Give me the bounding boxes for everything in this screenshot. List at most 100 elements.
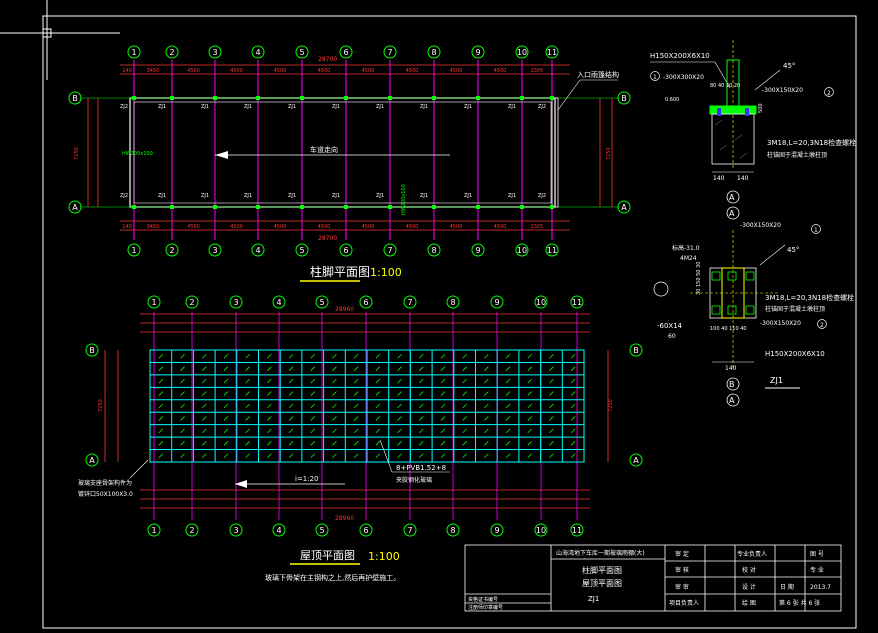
glass-panel-mark — [158, 453, 164, 459]
glass-panel-mark — [484, 366, 489, 371]
glass-panel-mark — [418, 441, 424, 446]
glass-panel-mark — [440, 391, 446, 396]
plan-2-axis-bubble-top: 3 — [229, 295, 243, 309]
plan-1-axis-bubble-bottom: 8 — [427, 243, 441, 257]
glass-panel-mark — [440, 428, 446, 434]
title-block-text: 山海湾地下车库一期玻璃雨棚(大) 柱脚平面图 屋顶平面图 ZJ1 审 定 专业负… — [468, 549, 831, 611]
glass-panel-mark — [375, 453, 381, 459]
glass-panel-mark — [245, 391, 250, 396]
glass-panel-mark — [375, 391, 381, 396]
glass-panel-mark — [418, 353, 424, 359]
column-base-marker — [256, 96, 260, 100]
tb-drawing-2: 屋顶平面图 — [582, 579, 622, 588]
plan-1-axis-bubble-bottom-label: 2 — [169, 246, 174, 255]
plan-1-dim-top: 4500 — [362, 68, 375, 74]
glass-panel-mark — [440, 378, 446, 384]
glass-panel-mark — [484, 378, 489, 384]
plan-1-dim-top: 4500 — [450, 68, 463, 74]
column-tag-top: ZJ1 — [508, 104, 516, 110]
glass-panel-mark — [201, 428, 207, 434]
plan-2-axis-bubble-top-label: 6 — [363, 298, 368, 307]
glass-panel-mark — [505, 428, 511, 434]
glass-panel-mark — [288, 453, 294, 459]
plan-2-axis-bubble-bottom-label: 8 — [450, 526, 455, 535]
glass-panel-mark — [201, 416, 207, 421]
column-base-marker — [550, 96, 554, 100]
glass-panel-mark — [397, 366, 402, 371]
plan-2-axis-bubble-top: 5 — [315, 295, 329, 309]
glass-panel-mark — [570, 428, 576, 434]
tb-r1-c3: 图 号 — [810, 551, 824, 558]
column-tag-top: ZJ1 — [244, 104, 252, 110]
plan-1-dim-top: 2305 — [531, 68, 544, 74]
glass-panel-mark — [267, 441, 272, 446]
glass-panel-mark — [332, 441, 337, 446]
glass-panel-mark — [505, 453, 511, 459]
glass-panel-mark — [158, 403, 164, 409]
glass-panel-mark — [158, 441, 164, 446]
glass-panel-mark — [484, 403, 489, 409]
plan-1-axis-bubble-top: 7 — [383, 45, 397, 59]
roof-right-dim: 7250 — [608, 399, 614, 412]
plan-2-title: 屋顶平面图 — [300, 549, 355, 562]
glass-panel-mark — [267, 378, 272, 384]
glass-panel-mark — [353, 353, 359, 359]
glass-panel-mark — [353, 441, 359, 446]
column-tag-bottom: ZJ1 — [376, 193, 384, 199]
detail-1-width-1: 140 — [713, 175, 725, 182]
column-base-marker — [344, 96, 348, 100]
plan-1-axis-bubble-bottom: 6 — [339, 243, 353, 257]
plan-1-axis-bubble-bottom: 1 — [127, 243, 141, 257]
glass-panel-mark — [353, 366, 359, 371]
plan-1-axis-bubble-top-label: 7 — [387, 48, 392, 57]
column-base-marker — [170, 205, 174, 209]
plan-1-row-bubble-a-left-label: A — [72, 203, 78, 212]
glass-panel-mark — [332, 428, 337, 434]
plan-1-axis-bubble-top-label: 11 — [547, 48, 557, 57]
glass-panel-mark — [375, 378, 381, 384]
glass-panel-mark — [158, 378, 164, 384]
glass-panel-mark — [180, 428, 185, 434]
left-member-label: HW200x100 — [122, 151, 153, 157]
detail-1-bolt-note: 柱锚固于混凝土墩柱顶 — [767, 151, 827, 159]
glass-panel-mark — [484, 416, 489, 421]
glass-panel-mark — [180, 366, 185, 371]
glass-panel-mark — [223, 366, 229, 371]
glass-panel-mark — [549, 453, 554, 459]
plan-1-dim-top: 4500 — [187, 68, 200, 74]
detail-2-bolt-spec: 3M18,L=20,3N18检查螺栓 — [765, 293, 854, 302]
glass-panel-mark — [201, 441, 207, 446]
plan-2-axis-bubble-top: 9 — [490, 295, 504, 309]
glass-panel-mark — [418, 453, 424, 459]
detail-1-mark-1 — [650, 71, 660, 81]
glass-panel-mark — [288, 441, 294, 446]
glass-panel-mark — [440, 416, 446, 421]
plan-2-axis-bubble-top-label: 7 — [407, 298, 412, 307]
plan-1-row-bubble-a-left: A — [68, 200, 82, 214]
plan-1-axis-bubble-bottom: 10 — [515, 243, 529, 257]
plan-2-axis-bubble-top-label: 4 — [276, 298, 281, 307]
glass-panel-mark — [505, 416, 511, 421]
glass-panel-mark — [158, 428, 164, 434]
plan-2-row-bubble-b-left: B — [85, 343, 99, 357]
glass-panel-mark — [570, 453, 576, 459]
plan-1-axis-bubble-bottom-label: 11 — [547, 246, 557, 255]
glass-panel-mark — [245, 378, 250, 384]
column-base-marker — [550, 205, 554, 209]
plan-2-axis-bubble-top: 7 — [403, 295, 417, 309]
glass-panel-mark — [397, 391, 402, 396]
plan-2-axis-bubble-bottom-label: 10 — [536, 526, 546, 535]
glass-panel-mark — [201, 366, 207, 371]
glass-panel-mark — [158, 366, 164, 371]
plan-1-axis-bubble-top-label: 2 — [169, 48, 174, 57]
glass-panel-mark — [418, 366, 424, 371]
glass-panel-mark — [462, 378, 467, 384]
glass-panel-mark — [223, 428, 229, 434]
glass-spec: 8+PVB1.52+8 — [396, 464, 446, 472]
tb-sheet: 第 6 张 共 6 张 — [779, 599, 820, 607]
plan-1-axis-bubble-top: 8 — [427, 45, 441, 59]
detail-1-beam-label: H150X200X6X10 — [650, 52, 710, 60]
glass-panel-mark — [484, 453, 489, 459]
detail-2-side-dims: 30 150 50 30 — [696, 262, 702, 295]
glass-panel-mark — [570, 441, 576, 446]
